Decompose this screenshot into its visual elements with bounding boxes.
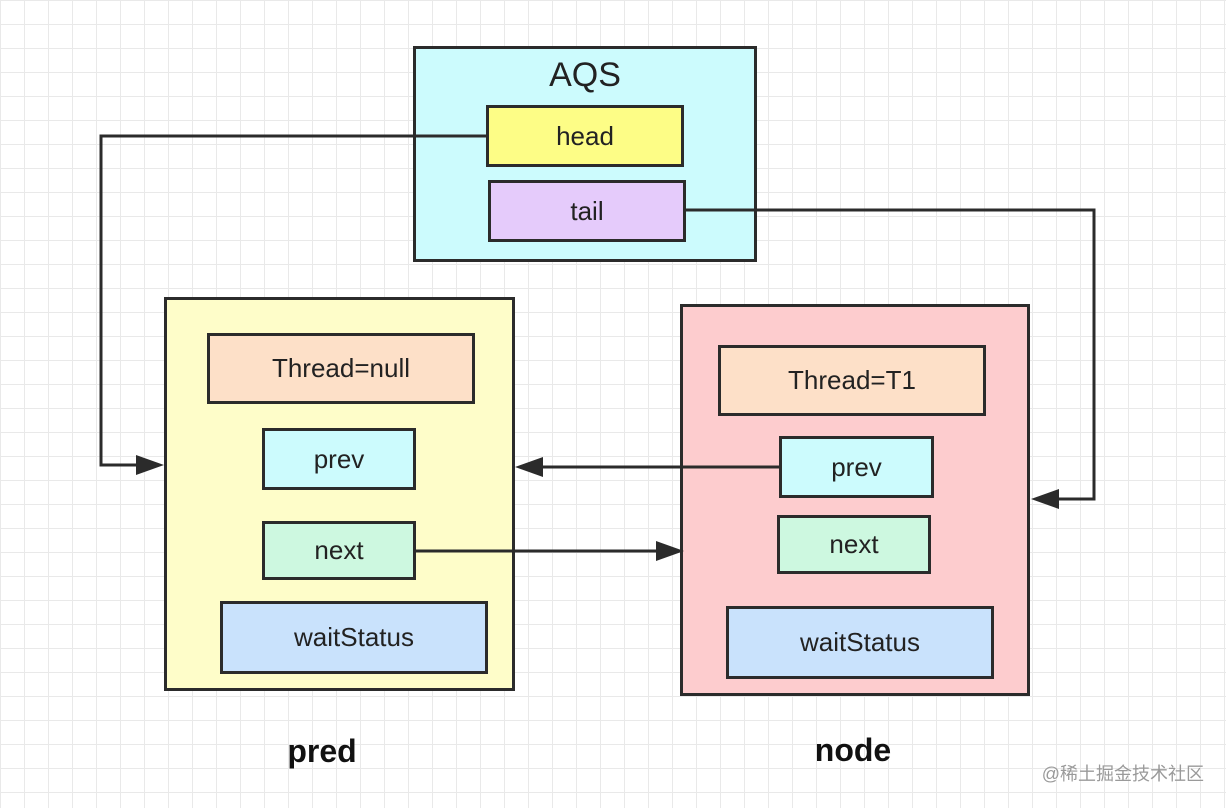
- node-next-field: next: [777, 515, 931, 574]
- tail-to-node-arrowhead: [1031, 489, 1059, 509]
- pred-caption: pred: [287, 733, 357, 769]
- node-prev-to-pred-arrowhead: [515, 457, 543, 477]
- watermark: @稀土掘金技术社区: [1041, 764, 1204, 784]
- node-wait-status-field: waitStatus: [726, 606, 994, 679]
- pred-next-field: next: [262, 521, 416, 580]
- node-caption: node: [814, 732, 892, 768]
- pred-prev-field: prev: [262, 428, 416, 490]
- aqs-tail-field: tail: [488, 180, 686, 242]
- pred-thread-field: Thread=null: [207, 333, 475, 404]
- pred-wait-status-field: waitStatus: [220, 601, 488, 674]
- node-thread-field: Thread=T1: [718, 345, 986, 416]
- aqs-title: AQS: [549, 56, 621, 94]
- aqs-head-field: head: [486, 105, 684, 167]
- head-to-pred-arrowhead: [136, 455, 164, 475]
- node-prev-field: prev: [779, 436, 934, 498]
